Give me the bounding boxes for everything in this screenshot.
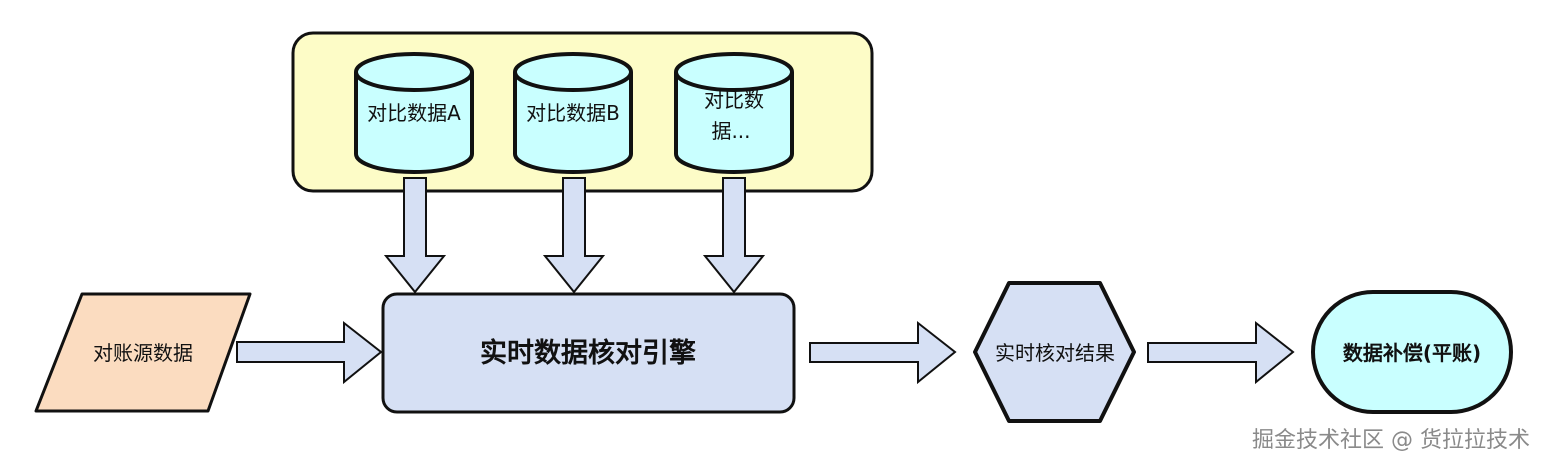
source-data-label: 对账源数据 — [93, 341, 193, 365]
cylinder-data-b: 对比数据B — [513, 52, 633, 174]
cylinder-b-label: 对比数据B — [526, 101, 620, 125]
down-arrow-more — [702, 177, 766, 294]
arrow-source-to-engine — [236, 320, 383, 385]
cylinder-data-a: 对比数据A — [354, 52, 474, 174]
result-label: 实时核对结果 — [995, 341, 1115, 365]
down-arrow-b — [542, 177, 606, 294]
cylinder-more-label-line2: 据... — [711, 119, 750, 143]
cylinder-a-label: 对比数据A — [367, 101, 461, 125]
source-data-parallelogram — [34, 292, 252, 413]
watermark: 掘金技术社区 @ 货拉拉技术 — [1252, 428, 1530, 453]
compensation-stadium — [1311, 290, 1513, 414]
engine-box — [381, 292, 796, 414]
arrow-result-to-compensation — [1147, 320, 1295, 385]
arrow-engine-to-result — [809, 320, 957, 385]
cylinder-more-label-line1: 对比数 — [704, 88, 764, 112]
result-hexagon — [973, 281, 1136, 423]
cylinder-data-more: 对比数 据... — [674, 52, 794, 174]
engine-label: 实时数据核对引擎 — [480, 337, 696, 369]
down-arrow-a — [383, 177, 447, 294]
compensation-label: 数据补偿(平账) — [1343, 341, 1481, 365]
